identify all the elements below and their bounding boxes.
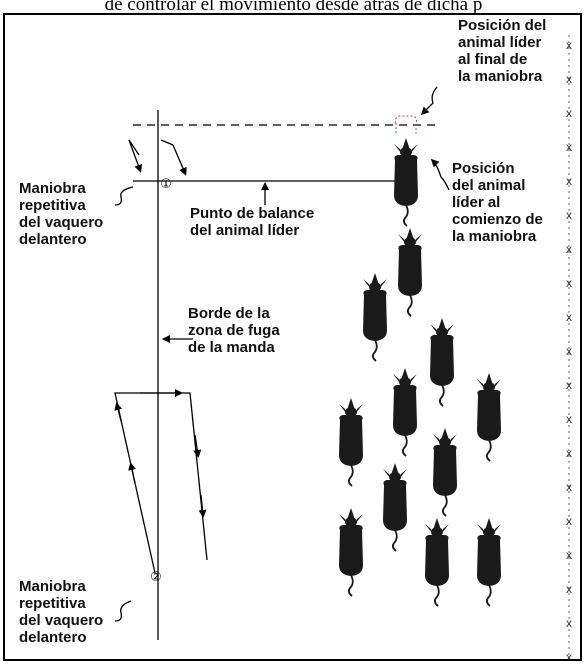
cowboy-maneuver-path <box>114 392 208 574</box>
diagram-frame: x x x x x x x x x x x x x x x x x x x ① ② Posición del ani… <box>3 13 582 661</box>
fence-mark: x <box>566 208 572 222</box>
fence-marks: x x x x x x x x x x x x x x x x x x x <box>566 38 572 661</box>
animal <box>338 397 364 487</box>
fence-mark: x <box>566 446 572 460</box>
fence-mark: x <box>566 174 572 188</box>
fence-mark: x <box>566 242 572 256</box>
fence-mark: x <box>566 616 572 630</box>
animal <box>338 507 364 597</box>
animal <box>476 372 502 462</box>
animal <box>397 227 423 317</box>
label-leader-start: Posición del animal líder al comienzo de… <box>452 160 543 245</box>
herd-diagram: x x x x x x x x x x x x x x x x x x x ① ② <box>114 35 572 661</box>
label-maneuver-bottom: Maniobra repetitiva del vaquero delanter… <box>19 578 104 646</box>
fence-mark: x <box>566 378 572 392</box>
label-balance-point: Punto de balance del animal líder <box>190 205 315 239</box>
animal <box>432 427 458 517</box>
label-leader-final: Posición del animal líder al final de la… <box>458 17 547 85</box>
animal <box>392 367 418 457</box>
fence-mark: x <box>566 276 572 290</box>
fence-mark: x <box>566 412 572 426</box>
animal <box>362 272 388 362</box>
point-2-marker: ② <box>150 569 162 584</box>
fence-mark: x <box>566 72 572 86</box>
fence-mark: x <box>566 310 572 324</box>
label-flight-zone: Borde de la zona de fuga de la manda <box>188 305 280 356</box>
fence-mark: x <box>566 650 572 661</box>
label-maneuver-top: Maniobra repetitiva del vaquero delanter… <box>19 180 104 248</box>
animal <box>382 462 408 552</box>
leader-animal <box>393 137 419 227</box>
fence-mark: x <box>566 140 572 154</box>
animal <box>429 317 455 407</box>
point-1-marker: ① <box>160 176 172 191</box>
header-text: de controlar el movimiento desde atrás d… <box>104 0 483 15</box>
animal <box>476 517 502 607</box>
fence-mark: x <box>566 344 572 358</box>
leader-final-ghost <box>395 115 417 135</box>
fence-mark: x <box>566 548 572 562</box>
fence-mark: x <box>566 38 572 52</box>
fence-mark: x <box>566 514 572 528</box>
animal <box>424 517 450 607</box>
fence-mark: x <box>566 582 572 596</box>
fence-mark: x <box>566 480 572 494</box>
fence-mark: x <box>566 106 572 120</box>
